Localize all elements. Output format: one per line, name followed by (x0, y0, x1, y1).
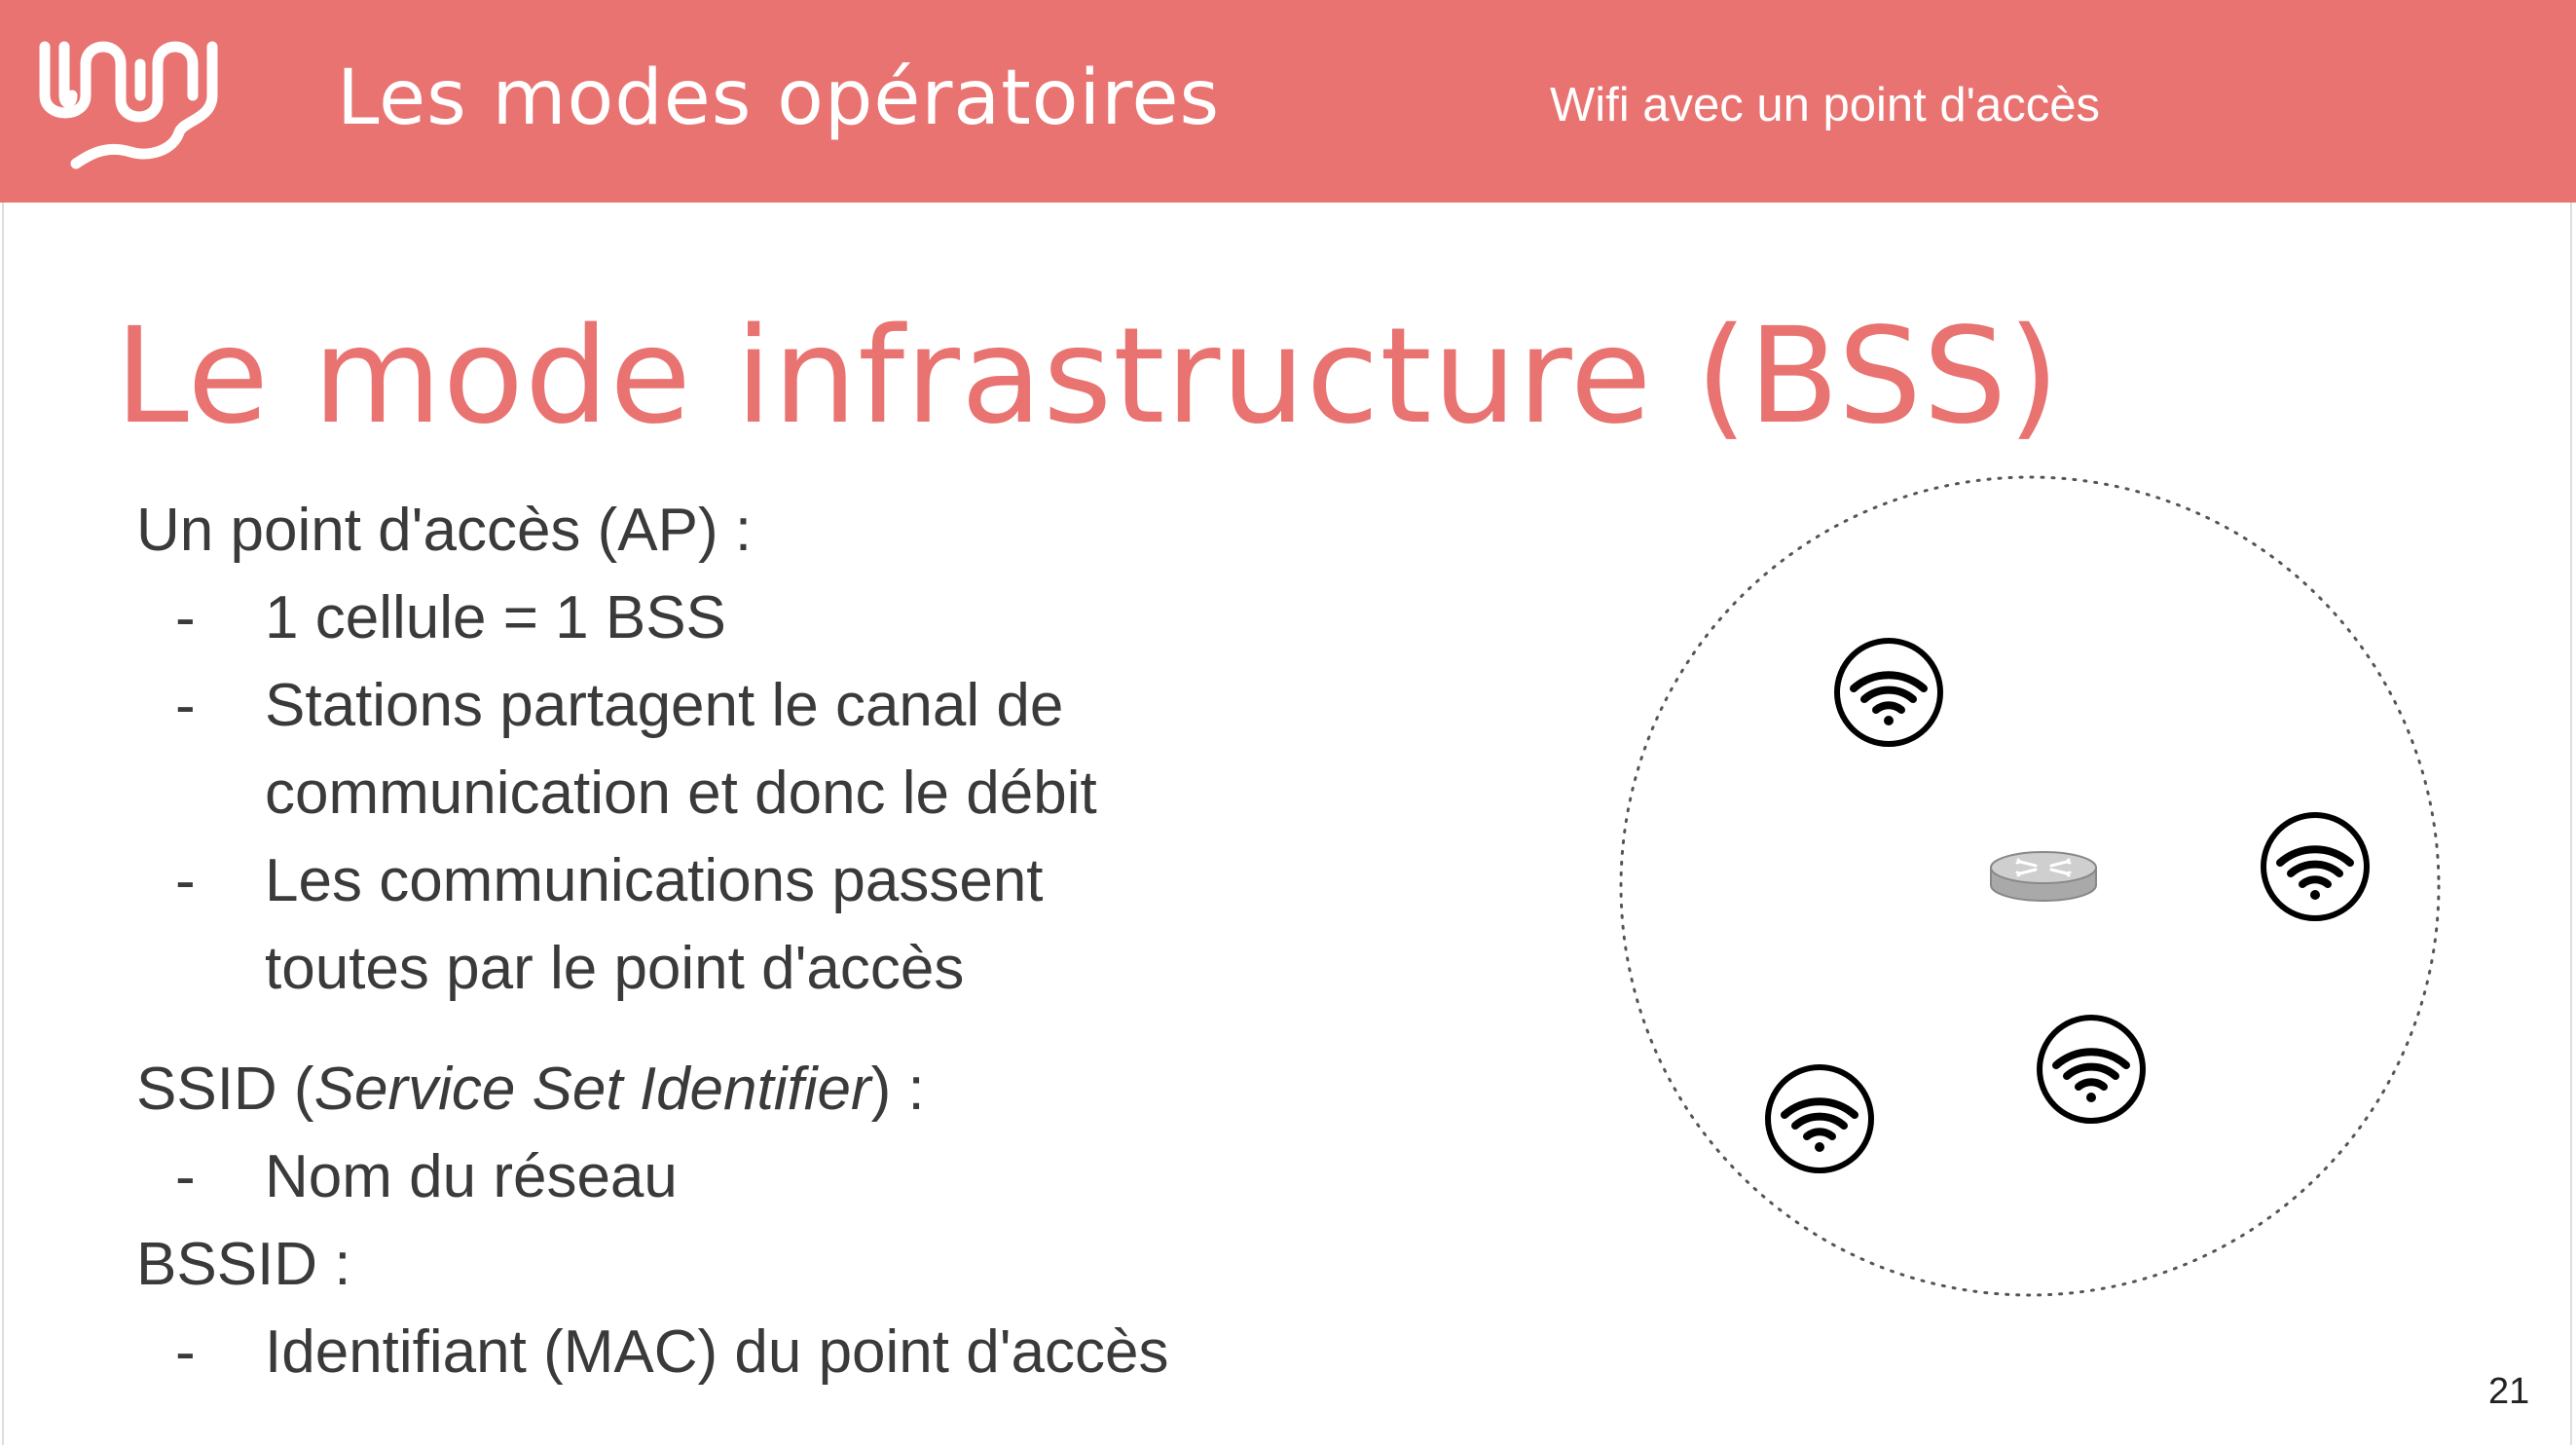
bss-diagram (1619, 475, 2441, 1297)
bullet-item: - 1 cellule = 1 BSS (136, 575, 1460, 662)
page-number: 21 (2488, 1371, 2530, 1412)
bullet-text: Identifiant (MAC) du point d'accès (265, 1318, 1169, 1386)
router-icon (1990, 851, 2097, 902)
section-title: Les modes opératoires (337, 55, 1221, 142)
bullet-text: Stations partagent le canal de (265, 672, 1064, 739)
section-heading-ssid: SSID (Service Set Identifier) : (136, 1046, 1460, 1133)
bullet-dash: - (175, 584, 196, 651)
heading-ssid-post: ) : (870, 1056, 925, 1123)
bullet-text: Nom du réseau (265, 1143, 678, 1210)
heading-ssid-italic: Service Set Identifier (313, 1056, 871, 1123)
bullet-item: - Stations partagent le canal de communi… (136, 662, 1460, 837)
bullet-text: Les communications passent (265, 847, 1044, 914)
spacer (136, 1013, 1460, 1046)
section-heading-ap: Un point d'accès (AP) : (136, 497, 753, 564)
bullet-text: 1 cellule = 1 BSS (265, 584, 726, 651)
bullet-dash: - (175, 847, 196, 914)
wifi-icon (2261, 812, 2370, 921)
slide-body (2, 203, 2572, 1445)
section-heading-bssid: BSSID : (136, 1231, 351, 1298)
heading-ssid-pre: SSID ( (136, 1056, 314, 1123)
bullet-text-continued: communication et donc le débit (265, 760, 1097, 827)
slide-content: Un point d'accès (AP) : - 1 cellule = 1 … (136, 487, 1460, 1396)
bullet-dash: - (175, 1318, 196, 1386)
slide-title: Le mode infrastructure (BSS) (115, 300, 2061, 454)
bullet-item: - Les communications passent toutes par … (136, 837, 1460, 1013)
bullet-dash: - (175, 672, 196, 739)
cell-boundary (1619, 475, 2441, 1297)
header-bar: Les modes opératoires Wifi avec un point… (0, 0, 2576, 203)
bullet-text-continued: toutes par le point d'accès (265, 935, 965, 1002)
bullet-item: - Nom du réseau (136, 1133, 1460, 1221)
bullet-item: - Identifiant (MAC) du point d'accès (136, 1309, 1460, 1396)
wifi-icon (2037, 1015, 2146, 1124)
logo-icon (39, 41, 218, 169)
wifi-icon (1834, 638, 1943, 747)
bullet-dash: - (175, 1143, 196, 1210)
wifi-icon (1765, 1064, 1874, 1173)
section-subtitle: Wifi avec un point d'accès (1550, 79, 2100, 131)
